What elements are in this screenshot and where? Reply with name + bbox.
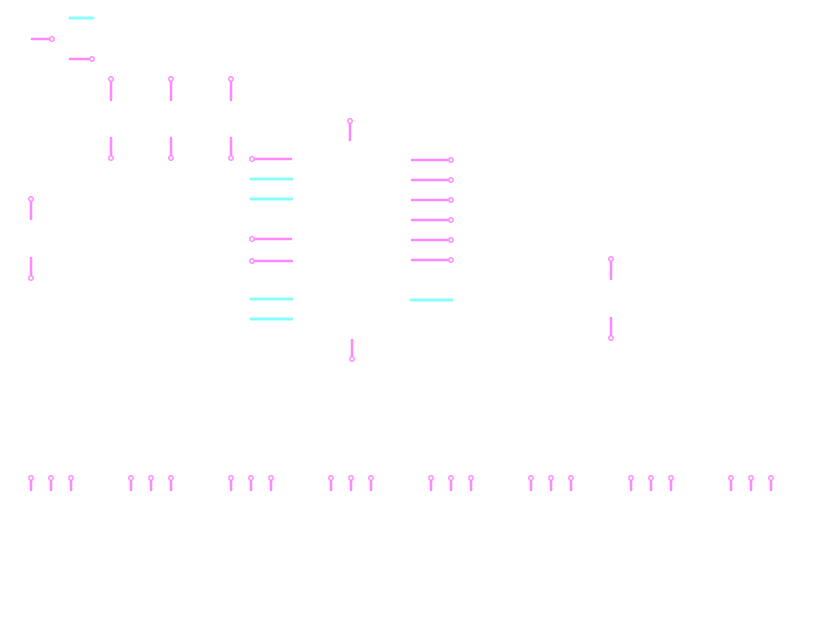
connector-terminal-45 xyxy=(728,475,734,481)
connector-terminal-4 xyxy=(168,76,174,82)
connector-terminal-37 xyxy=(448,475,454,481)
connector-terminal-43 xyxy=(648,475,654,481)
connector-terminal-38 xyxy=(468,475,474,481)
connector-terminal-42 xyxy=(628,475,634,481)
connector-terminal-13 xyxy=(608,256,614,262)
connector-terminal-29 xyxy=(168,475,174,481)
connector-terminal-17 xyxy=(249,258,255,264)
connector-terminal-47 xyxy=(768,475,774,481)
connector-terminal-30 xyxy=(228,475,234,481)
connector-terminal-44 xyxy=(668,475,674,481)
connector-terminal-9 xyxy=(347,118,353,124)
connector-terminal-20 xyxy=(448,197,454,203)
connector-terminal-25 xyxy=(48,475,54,481)
connector-terminal-22 xyxy=(448,237,454,243)
connector-terminal-16 xyxy=(249,236,255,242)
connector-terminal-12 xyxy=(28,275,34,281)
connector-terminal-5 xyxy=(228,76,234,82)
connector-terminal-15 xyxy=(249,156,255,162)
connector-terminal-40 xyxy=(548,475,554,481)
connector-terminal-46 xyxy=(748,475,754,481)
connector-terminal-31 xyxy=(248,475,254,481)
connector-terminal-6 xyxy=(108,155,114,161)
connector-terminal-14 xyxy=(608,335,614,341)
connector-terminal-7 xyxy=(168,155,174,161)
connector-terminal-1 xyxy=(49,36,55,42)
connector-terminal-34 xyxy=(348,475,354,481)
connector-terminal-18 xyxy=(448,157,454,163)
connector-terminal-28 xyxy=(148,475,154,481)
connector-terminal-41 xyxy=(568,475,574,481)
connector-terminal-2 xyxy=(89,56,95,62)
connector-terminal-10 xyxy=(349,356,355,362)
connector-terminal-27 xyxy=(128,475,134,481)
connector-terminal-21 xyxy=(448,217,454,223)
connector-terminal-39 xyxy=(528,475,534,481)
connector-terminal-3 xyxy=(108,76,114,82)
connector-terminal-33 xyxy=(328,475,334,481)
connector-terminal-26 xyxy=(68,475,74,481)
connector-terminal-19 xyxy=(448,177,454,183)
connector-terminal-23 xyxy=(448,257,454,263)
connector-terminal-11 xyxy=(28,196,34,202)
connector-terminal-36 xyxy=(428,475,434,481)
connector-terminal-35 xyxy=(368,475,374,481)
connector-terminal-32 xyxy=(268,475,274,481)
connector-terminal-8 xyxy=(228,155,234,161)
connector-terminal-24 xyxy=(28,475,34,481)
